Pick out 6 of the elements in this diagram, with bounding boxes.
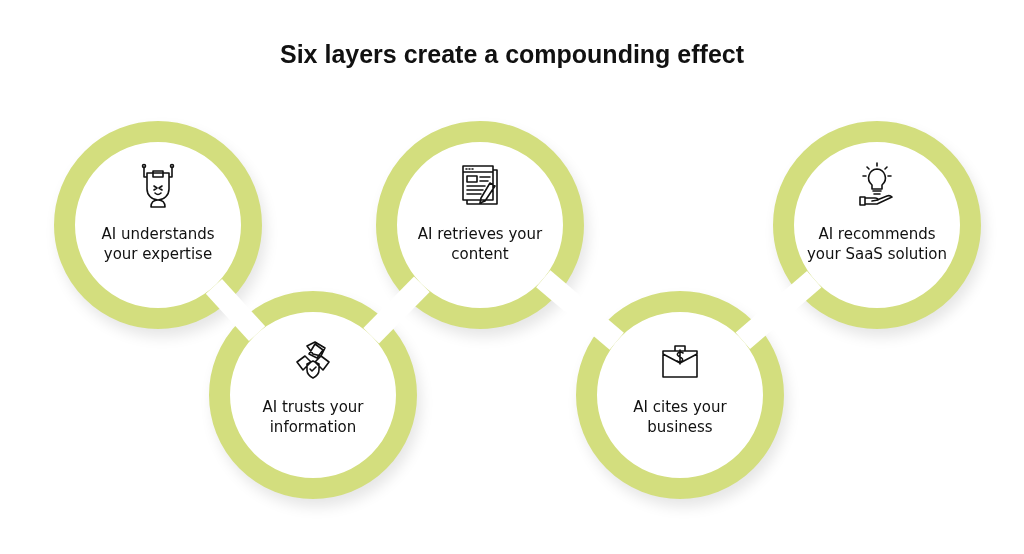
node-label: AI understands your expertise — [100, 224, 216, 264]
node-label: AI cites your business — [632, 397, 728, 437]
diagram-title: Six layers create a compounding effect — [278, 40, 746, 69]
node-label: AI trusts your information — [261, 397, 365, 437]
node-label: AI retrieves your content — [416, 224, 544, 264]
node-label: AI recommends your SaaS solution — [805, 224, 949, 264]
